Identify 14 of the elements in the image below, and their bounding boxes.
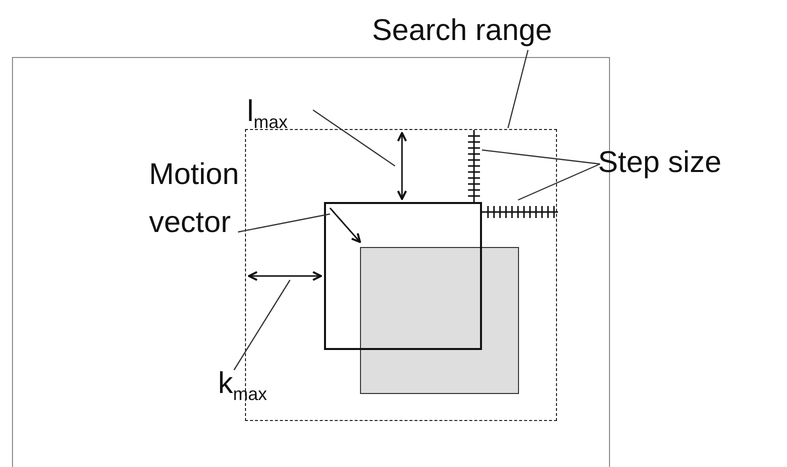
dimension-label: l$_{max}$ xyxy=(247,95,288,139)
current-block xyxy=(324,202,482,350)
leader-line xyxy=(234,280,290,370)
leader-line xyxy=(312,110,396,166)
leader-line xyxy=(518,163,600,201)
leader-line xyxy=(482,149,600,165)
shaded-block xyxy=(360,247,519,394)
range-label: Search range xyxy=(372,14,552,48)
step-label: Step size xyxy=(598,146,722,180)
motion-vector-arrow xyxy=(328,206,364,246)
motion-vector-label: Motion vector xyxy=(149,151,284,247)
leader-line xyxy=(507,50,529,128)
leader-line xyxy=(238,213,330,233)
dimension-label: k$_{max}$ xyxy=(218,367,268,411)
